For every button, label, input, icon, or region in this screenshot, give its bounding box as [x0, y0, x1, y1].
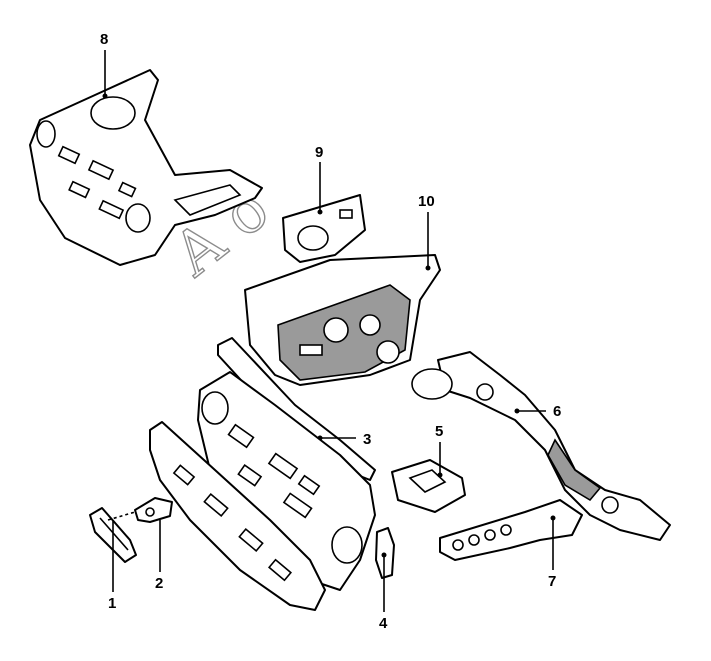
part-9-side-bracket — [282, 194, 366, 263]
front-panel-frame — [197, 371, 376, 591]
callout-3: 3 — [363, 431, 371, 448]
part-10-inner-panel — [244, 254, 441, 386]
part-4-bracket — [375, 527, 395, 579]
part-8-front-frame — [29, 69, 263, 266]
part-7-lower-rail — [439, 499, 583, 561]
callout-5: 5 — [435, 423, 443, 440]
callout-6: 6 — [553, 403, 561, 420]
callout-labels: 1 2 3 4 5 6 7 8 9 10 — [100, 31, 561, 632]
callout-2: 2 — [155, 575, 163, 592]
part-2-clip — [107, 497, 173, 523]
callout-7: 7 — [548, 573, 556, 590]
leader-lines — [104, 50, 554, 612]
part-5-mount — [391, 459, 466, 513]
callout-10: 10 — [418, 193, 435, 210]
grille-panel — [149, 421, 326, 611]
callout-4: 4 — [379, 615, 388, 632]
callout-8: 8 — [100, 31, 108, 48]
callout-1: 1 — [108, 595, 116, 612]
part-6-side-member — [411, 351, 671, 541]
callout-9: 9 — [315, 144, 323, 161]
